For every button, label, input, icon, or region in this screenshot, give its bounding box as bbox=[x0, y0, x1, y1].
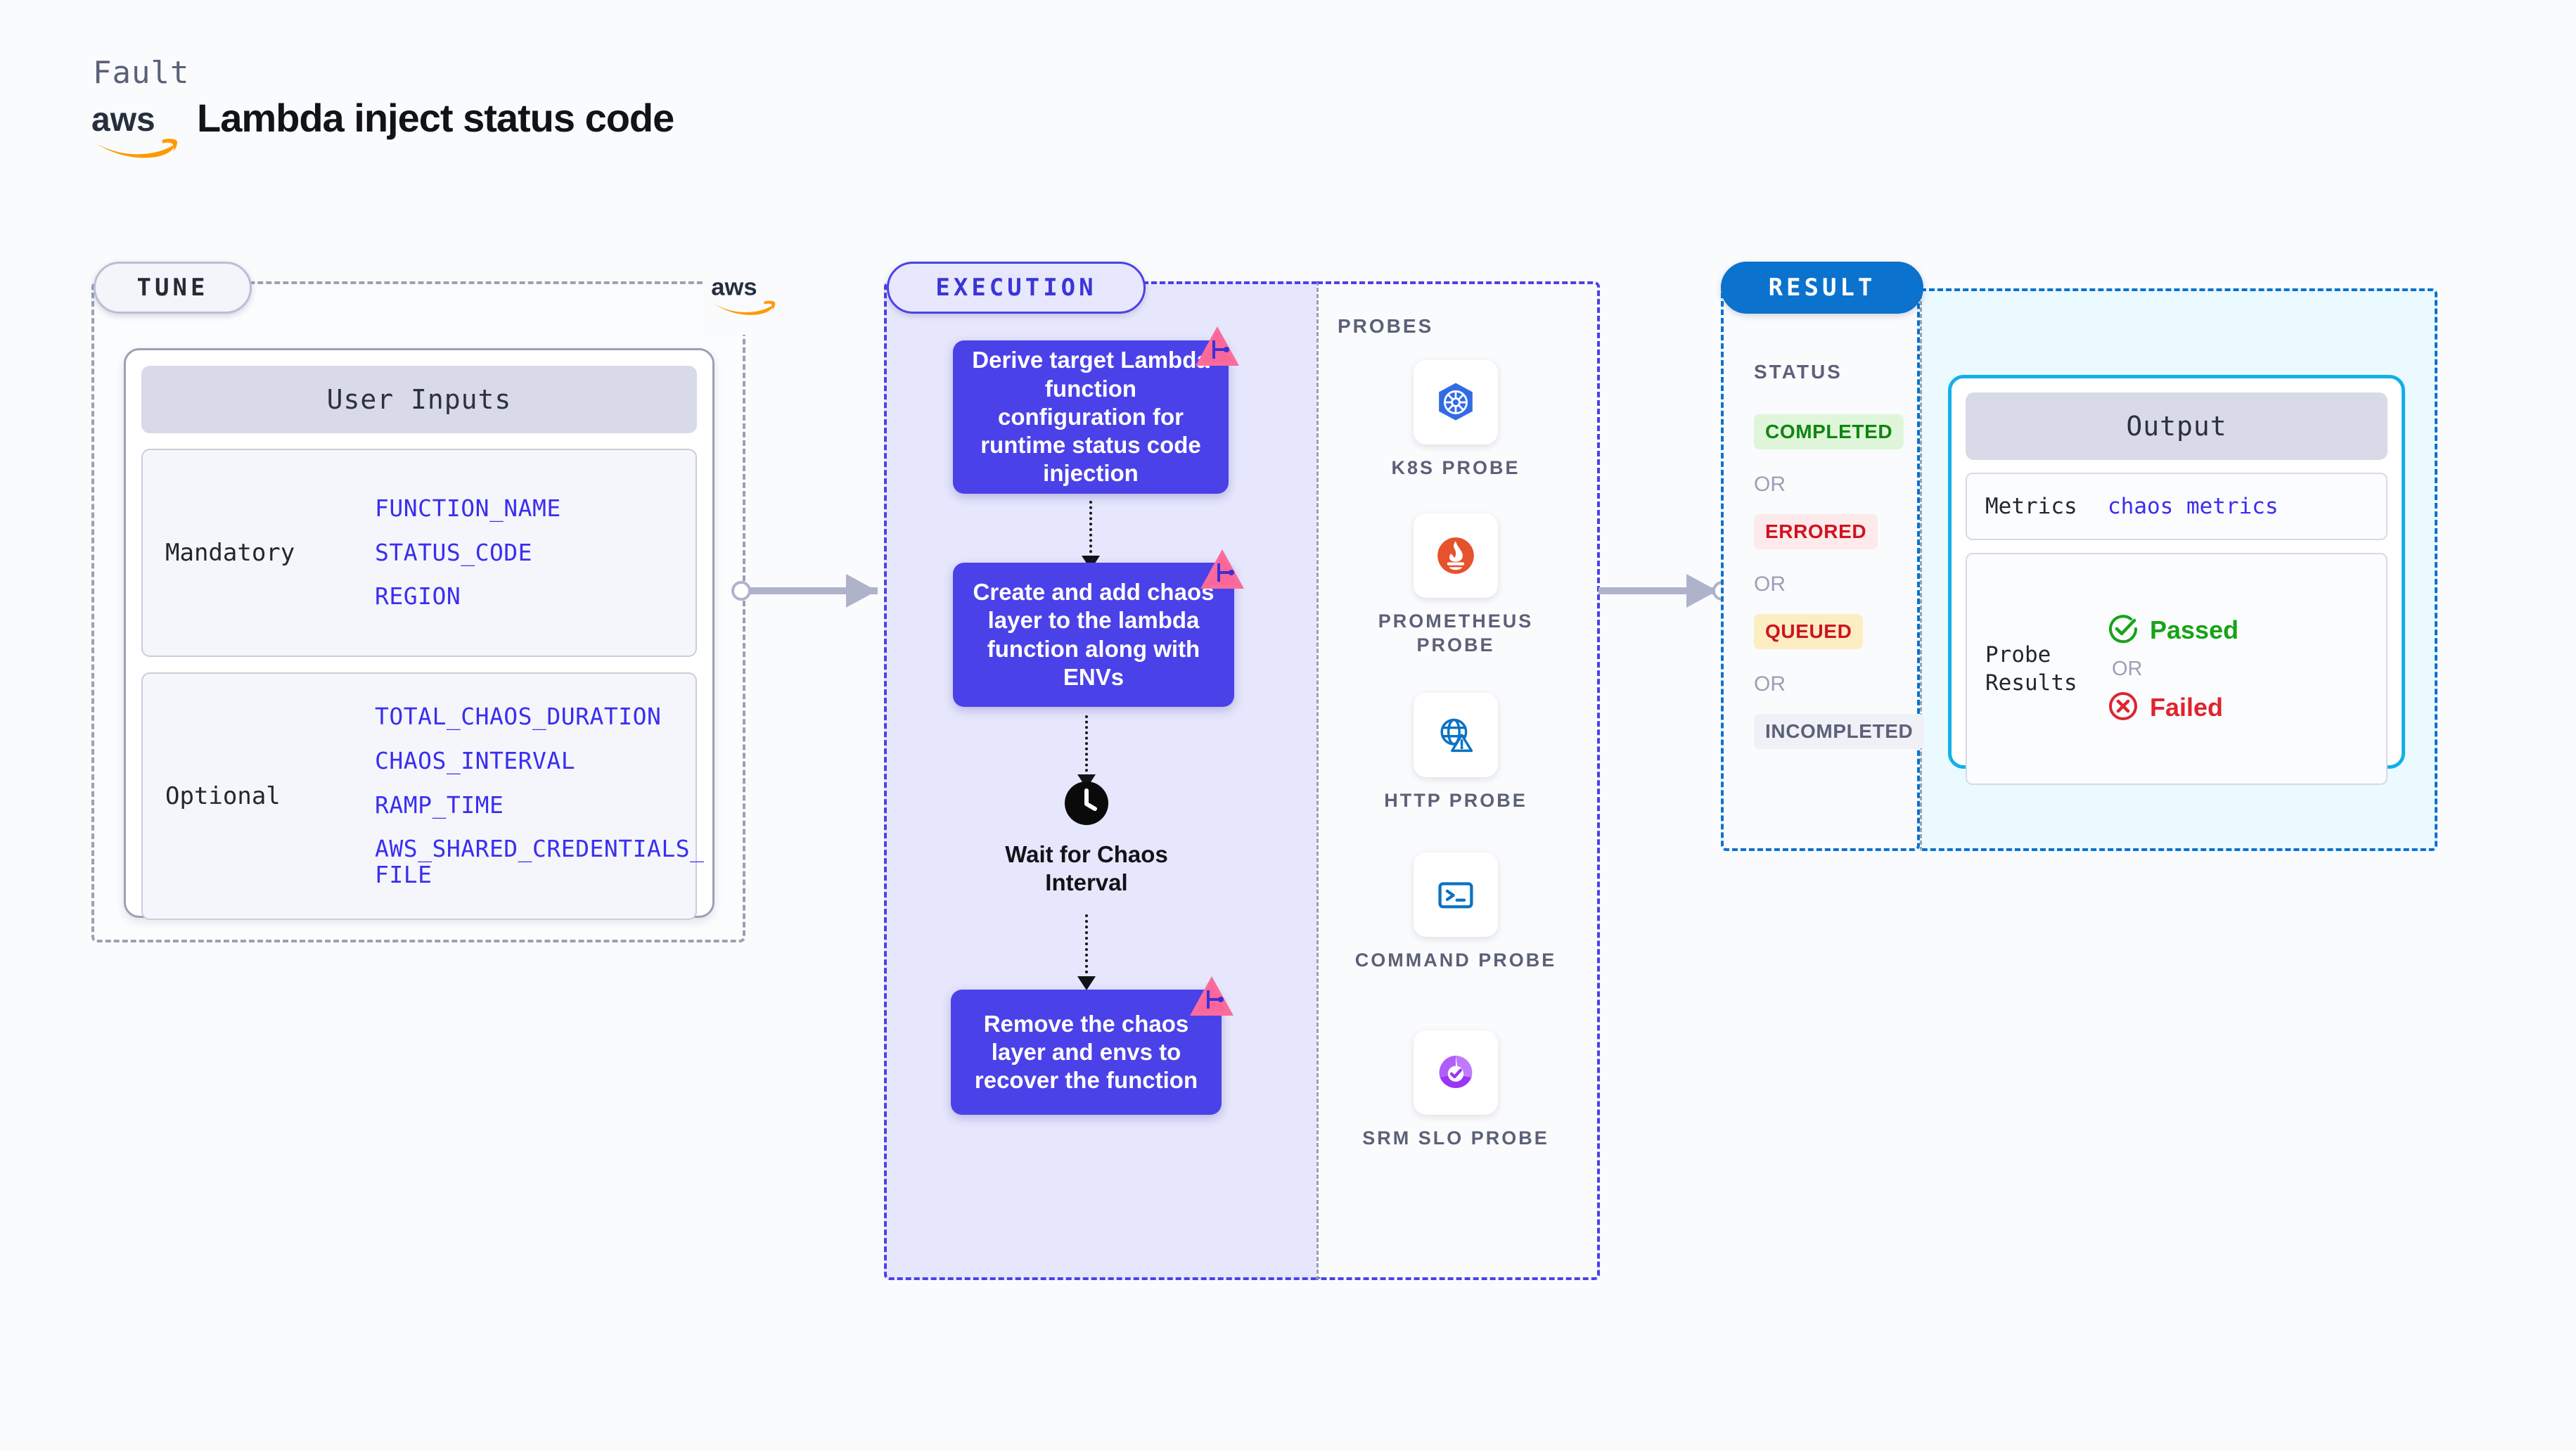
arrow-shaft bbox=[1085, 914, 1088, 979]
connector-arrowhead bbox=[846, 574, 877, 608]
param-status-code: STATUS_CODE bbox=[375, 538, 533, 566]
connector-tune-to-execution bbox=[731, 563, 900, 619]
aws-node-icon: aws bbox=[703, 252, 786, 335]
arrow-head bbox=[1077, 976, 1096, 990]
probe-result-passed: Passed bbox=[2108, 613, 2238, 648]
x-circle-icon bbox=[2108, 691, 2139, 725]
metrics-value: chaos metrics bbox=[2108, 494, 2279, 519]
param-total-chaos-duration: TOTAL_CHAOS_DURATION bbox=[375, 702, 662, 730]
aws-logo-icon: aws bbox=[91, 98, 181, 159]
param-aws-shared-credentials-file: AWS_SHARED_CREDENTIALS_ FILE bbox=[375, 835, 705, 889]
probes-title: PROBES bbox=[1338, 315, 1434, 337]
param-ramp-time: RAMP_TIME bbox=[375, 791, 504, 819]
page-title: Lambda inject status code bbox=[197, 96, 674, 140]
connector-dot bbox=[731, 581, 751, 601]
mandatory-param-list: FUNCTION_NAME STATUS_CODE REGION bbox=[375, 494, 561, 611]
arrow-shaft bbox=[1085, 715, 1088, 777]
wait-step-label: Wait for Chaos Interval bbox=[1005, 841, 1168, 895]
status-or-label: OR bbox=[1754, 573, 1786, 596]
clock-icon bbox=[985, 781, 1188, 829]
execution-pill: EXECUTION bbox=[887, 262, 1146, 314]
connector-line bbox=[1598, 587, 1718, 594]
srm-slo-icon bbox=[1414, 1030, 1498, 1115]
check-circle-icon bbox=[2108, 613, 2139, 648]
output-title: Output bbox=[1966, 392, 2388, 460]
probe-results-key: Probe Results bbox=[1985, 641, 2077, 696]
probe-result-failed: Failed bbox=[2108, 691, 2238, 725]
optional-label: Optional bbox=[165, 782, 281, 810]
passed-label: Passed bbox=[2150, 615, 2239, 644]
probe-command: COMMAND PROBE bbox=[1354, 852, 1558, 972]
param-region: REGION bbox=[375, 582, 461, 611]
param-function-name: FUNCTION_NAME bbox=[375, 494, 561, 522]
tune-pill: TUNE bbox=[94, 262, 252, 314]
status-badge-errored: ERRORED bbox=[1754, 514, 1878, 549]
prometheus-icon bbox=[1414, 513, 1498, 598]
probe-label: HTTP PROBE bbox=[1384, 790, 1527, 811]
mandatory-param-group: Mandatory FUNCTION_NAME STATUS_CODE REGI… bbox=[141, 449, 697, 657]
probe-label: COMMAND PROBE bbox=[1354, 950, 1557, 971]
probe-http: HTTP PROBE bbox=[1354, 693, 1558, 812]
output-card: Output Metrics chaos metrics Probe Resul… bbox=[1948, 375, 2405, 785]
failed-label: Failed bbox=[2150, 693, 2224, 722]
user-inputs-card: User Inputs Mandatory FUNCTION_NAME STAT… bbox=[124, 348, 715, 920]
kubernetes-icon bbox=[1414, 360, 1498, 445]
user-inputs-title: User Inputs bbox=[141, 366, 697, 433]
terminal-icon bbox=[1414, 852, 1498, 937]
status-badge-queued: QUEUED bbox=[1754, 614, 1864, 649]
execution-step-1: Derive target Lambda function configurat… bbox=[953, 340, 1229, 494]
connector-line bbox=[744, 587, 878, 594]
probe-prometheus: PROMETHEUS PROBE bbox=[1354, 513, 1558, 657]
param-chaos-interval: CHAOS_INTERVAL bbox=[375, 746, 576, 774]
execution-step-3: Remove the chaos layer and envs to recov… bbox=[951, 990, 1222, 1115]
arrow-shaft bbox=[1089, 501, 1092, 558]
result-section bbox=[1721, 281, 1920, 851]
result-pill: RESULT bbox=[1721, 262, 1923, 314]
probe-results-values: Passed OR Failed bbox=[2108, 613, 2238, 725]
flow-arrow-1 bbox=[1082, 501, 1100, 570]
probe-label: K8S PROBE bbox=[1391, 457, 1520, 478]
metrics-key: Metrics bbox=[1985, 493, 2077, 519]
optional-param-list: TOTAL_CHAOS_DURATION CHAOS_INTERVAL RAMP… bbox=[375, 702, 705, 889]
status-badge-incompleted: INCOMPLETED bbox=[1754, 714, 1925, 749]
status-title: STATUS bbox=[1754, 361, 1843, 383]
fault-kicker: Fault bbox=[93, 55, 190, 91]
connector-arrowhead bbox=[1686, 574, 1717, 608]
status-badge-completed: COMPLETED bbox=[1754, 414, 1904, 449]
http-globe-warning-icon bbox=[1414, 693, 1498, 777]
probe-label: PROMETHEUS PROBE bbox=[1378, 611, 1534, 656]
status-or-label: OR bbox=[1754, 672, 1786, 696]
optional-param-group: Optional TOTAL_CHAOS_DURATION CHAOS_INTE… bbox=[141, 672, 704, 920]
status-or-label: OR bbox=[1754, 473, 1786, 496]
output-metrics-row: Metrics chaos metrics bbox=[1966, 473, 2388, 540]
wait-for-chaos-interval-step: Wait for Chaos Interval bbox=[985, 781, 1188, 896]
probe-srm-slo: SRM SLO PROBE bbox=[1354, 1030, 1558, 1150]
svg-text:aws: aws bbox=[711, 274, 757, 300]
svg-text:aws: aws bbox=[91, 101, 155, 139]
flow-arrow-3 bbox=[1077, 914, 1096, 990]
probe-k8s: K8S PROBE bbox=[1354, 360, 1558, 480]
flow-arrow-2 bbox=[1077, 715, 1096, 788]
output-probe-results-row: Probe Results Passed OR bbox=[1966, 553, 2388, 785]
probe-label: SRM SLO PROBE bbox=[1362, 1127, 1549, 1149]
probe-results-or-label: OR bbox=[2112, 657, 2143, 680]
execution-step-2: Create and add chaos layer to the lambda… bbox=[953, 563, 1234, 707]
mandatory-label: Mandatory bbox=[165, 539, 295, 567]
